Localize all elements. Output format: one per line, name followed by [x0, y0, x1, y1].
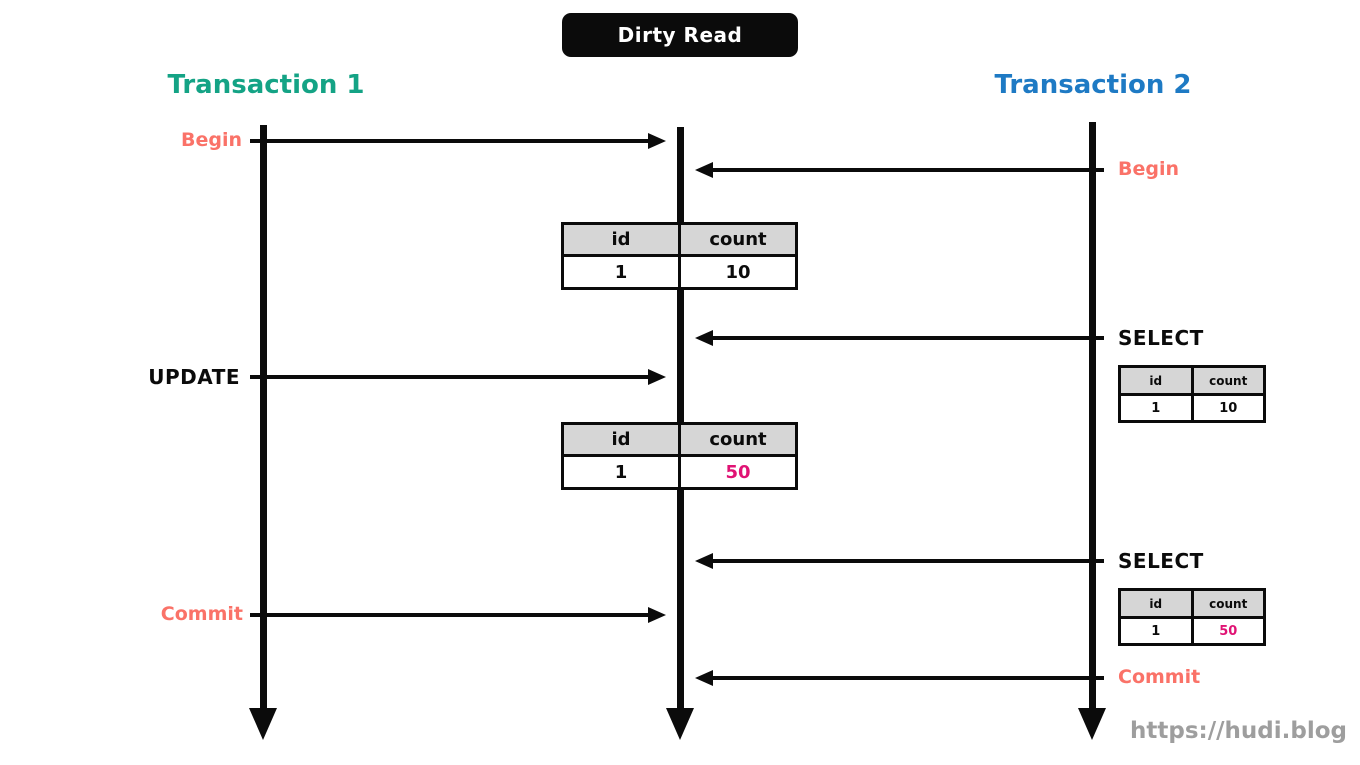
t1-begin-arrow-line — [250, 139, 648, 143]
database-timeline-arrowhead-icon — [666, 708, 694, 740]
t1-begin-arrowhead-icon — [648, 133, 666, 149]
t1-commit-arrow-line — [250, 613, 648, 617]
title-text: Dirty Read — [617, 23, 743, 47]
table-row: 1 10 — [1118, 393, 1266, 423]
t2-select1-arrow-line — [713, 336, 1104, 340]
t1-commit-label: Commit — [160, 603, 243, 625]
db-state-table-initial: id count 1 10 — [561, 222, 798, 290]
t2-select-result-table-2: id count 1 50 — [1118, 588, 1266, 646]
t2-select1-label: SELECT — [1118, 326, 1204, 350]
table-header-row: id count — [1118, 365, 1266, 396]
transaction2-timeline — [1089, 122, 1096, 708]
t1-update-label: UPDATE — [148, 365, 240, 389]
cell-id: 1 — [561, 254, 681, 290]
table-header-count: count — [678, 422, 798, 457]
t1-begin-label: Begin — [180, 129, 242, 151]
t1-update-arrow-line — [250, 375, 648, 379]
table-header-id: id — [1118, 365, 1194, 396]
t2-begin-arrow-line — [713, 168, 1104, 172]
table-header-count: count — [1190, 588, 1266, 619]
table-header-id: id — [561, 222, 681, 257]
t1-commit-arrowhead-icon — [648, 607, 666, 623]
transaction1-header: Transaction 1 — [167, 70, 365, 100]
table-header-id: id — [1118, 588, 1194, 619]
t2-commit-arrowhead-icon — [695, 670, 713, 686]
cell-count-dirty: 50 — [1190, 616, 1266, 646]
table-row: 1 10 — [561, 254, 798, 290]
title-badge: Dirty Read — [562, 13, 798, 57]
t2-begin-label: Begin — [1118, 158, 1180, 180]
table-row: 1 50 — [1118, 616, 1266, 646]
t2-begin-arrowhead-icon — [695, 162, 713, 178]
cell-id: 1 — [1118, 393, 1194, 423]
db-state-table-updated: id count 1 50 — [561, 422, 798, 490]
table-header-row: id count — [561, 222, 798, 257]
table-header-row: id count — [1118, 588, 1266, 619]
t2-select-result-table-1: id count 1 10 — [1118, 365, 1266, 423]
transaction2-timeline-arrowhead-icon — [1078, 708, 1106, 740]
t2-select1-arrowhead-icon — [695, 330, 713, 346]
t2-commit-label: Commit — [1118, 666, 1201, 688]
watermark-url: https://hudi.blog — [1130, 718, 1347, 744]
cell-id: 1 — [1118, 616, 1194, 646]
table-header-id: id — [561, 422, 681, 457]
database-timeline — [677, 127, 684, 708]
t2-select2-arrowhead-icon — [695, 553, 713, 569]
t2-select2-arrow-line — [713, 559, 1104, 563]
t2-select2-label: SELECT — [1118, 549, 1204, 573]
cell-count: 10 — [1190, 393, 1266, 423]
transaction2-header: Transaction 2 — [994, 70, 1192, 100]
cell-id: 1 — [561, 454, 681, 490]
table-header-row: id count — [561, 422, 798, 457]
cell-count-dirty: 50 — [678, 454, 798, 490]
transaction1-timeline-arrowhead-icon — [249, 708, 277, 740]
t1-update-arrowhead-icon — [648, 369, 666, 385]
transaction1-timeline — [260, 125, 267, 708]
t2-commit-arrow-line — [713, 676, 1104, 680]
cell-count: 10 — [678, 254, 798, 290]
table-row: 1 50 — [561, 454, 798, 490]
table-header-count: count — [678, 222, 798, 257]
table-header-count: count — [1190, 365, 1266, 396]
